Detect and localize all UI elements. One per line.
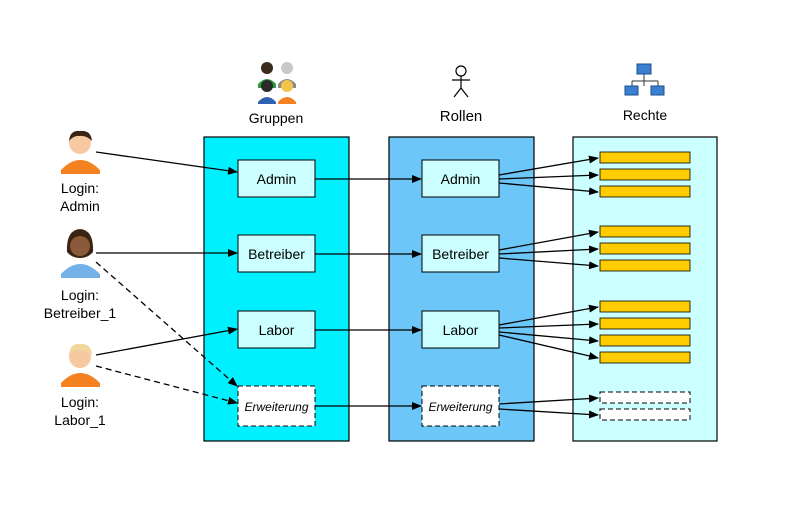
rights-bars-betreiber	[599, 225, 691, 272]
rights-bars-admin	[599, 151, 691, 198]
user-labor-line1: Login:	[61, 394, 99, 410]
dashed-arrow-labor-to-erweiterung	[95, 365, 238, 405]
right-bar	[599, 168, 691, 181]
right-bar	[599, 185, 691, 198]
people-group-icon	[258, 62, 296, 104]
stick-figure-icon	[452, 65, 470, 98]
group-label-labor: Labor	[259, 322, 295, 338]
role-label-labor: Labor	[443, 322, 479, 338]
user-admin-line1: Login:	[61, 180, 99, 196]
rights-bars-labor	[599, 300, 691, 364]
right-bar-placeholder	[599, 391, 691, 404]
right-bar-placeholder	[599, 408, 691, 421]
group-box-erweiterung	[237, 385, 316, 427]
group-label-erweiterung: Erweiterung	[244, 400, 308, 414]
user-orange-dark-hair-icon	[61, 130, 100, 174]
rights-header: Rechte	[623, 107, 668, 123]
role-box-labor	[421, 310, 500, 349]
right-bar	[599, 151, 691, 164]
user-betreiber-line2: Betreiber_1	[44, 305, 117, 321]
group-box-labor	[237, 310, 316, 349]
arrow-labor-to-group	[95, 326, 238, 356]
role-to-rights-arrows	[498, 155, 599, 419]
dashed-arrow-betreiber-to-erweiterung	[95, 261, 238, 387]
user-admin-line2: Admin	[60, 198, 100, 214]
user-blue-female-icon	[61, 229, 100, 278]
roles-header: Rollen	[440, 108, 483, 125]
right-bar	[599, 351, 691, 364]
user-orange-blond-icon	[61, 343, 100, 387]
groups-header: Gruppen	[249, 110, 303, 126]
user-labor-line2: Labor_1	[54, 412, 106, 428]
role-box-betreiber	[421, 234, 500, 273]
group-label-admin: Admin	[257, 171, 297, 187]
rights-bars-erweiterung	[599, 391, 691, 421]
role-label-erweiterung: Erweiterung	[428, 400, 492, 414]
role-box-erweiterung	[421, 385, 500, 427]
group-label-betreiber: Betreiber	[248, 246, 305, 262]
group-box-betreiber	[237, 234, 316, 273]
right-bar	[599, 334, 691, 347]
user-betreiber-line1: Login:	[61, 287, 99, 303]
group-to-role-arrows	[315, 175, 422, 410]
right-bar	[599, 225, 691, 238]
role-label-betreiber: Betreiber	[432, 246, 489, 262]
right-bar	[599, 259, 691, 272]
arrow-admin-to-group	[95, 151, 238, 175]
network-tree-icon	[624, 63, 665, 96]
user-to-group-arrows	[95, 151, 238, 405]
right-bar	[599, 300, 691, 313]
role-box-admin	[421, 159, 500, 198]
role-label-admin: Admin	[441, 171, 481, 187]
group-box-admin	[237, 159, 316, 198]
right-bar	[599, 242, 691, 255]
right-bar	[599, 317, 691, 330]
